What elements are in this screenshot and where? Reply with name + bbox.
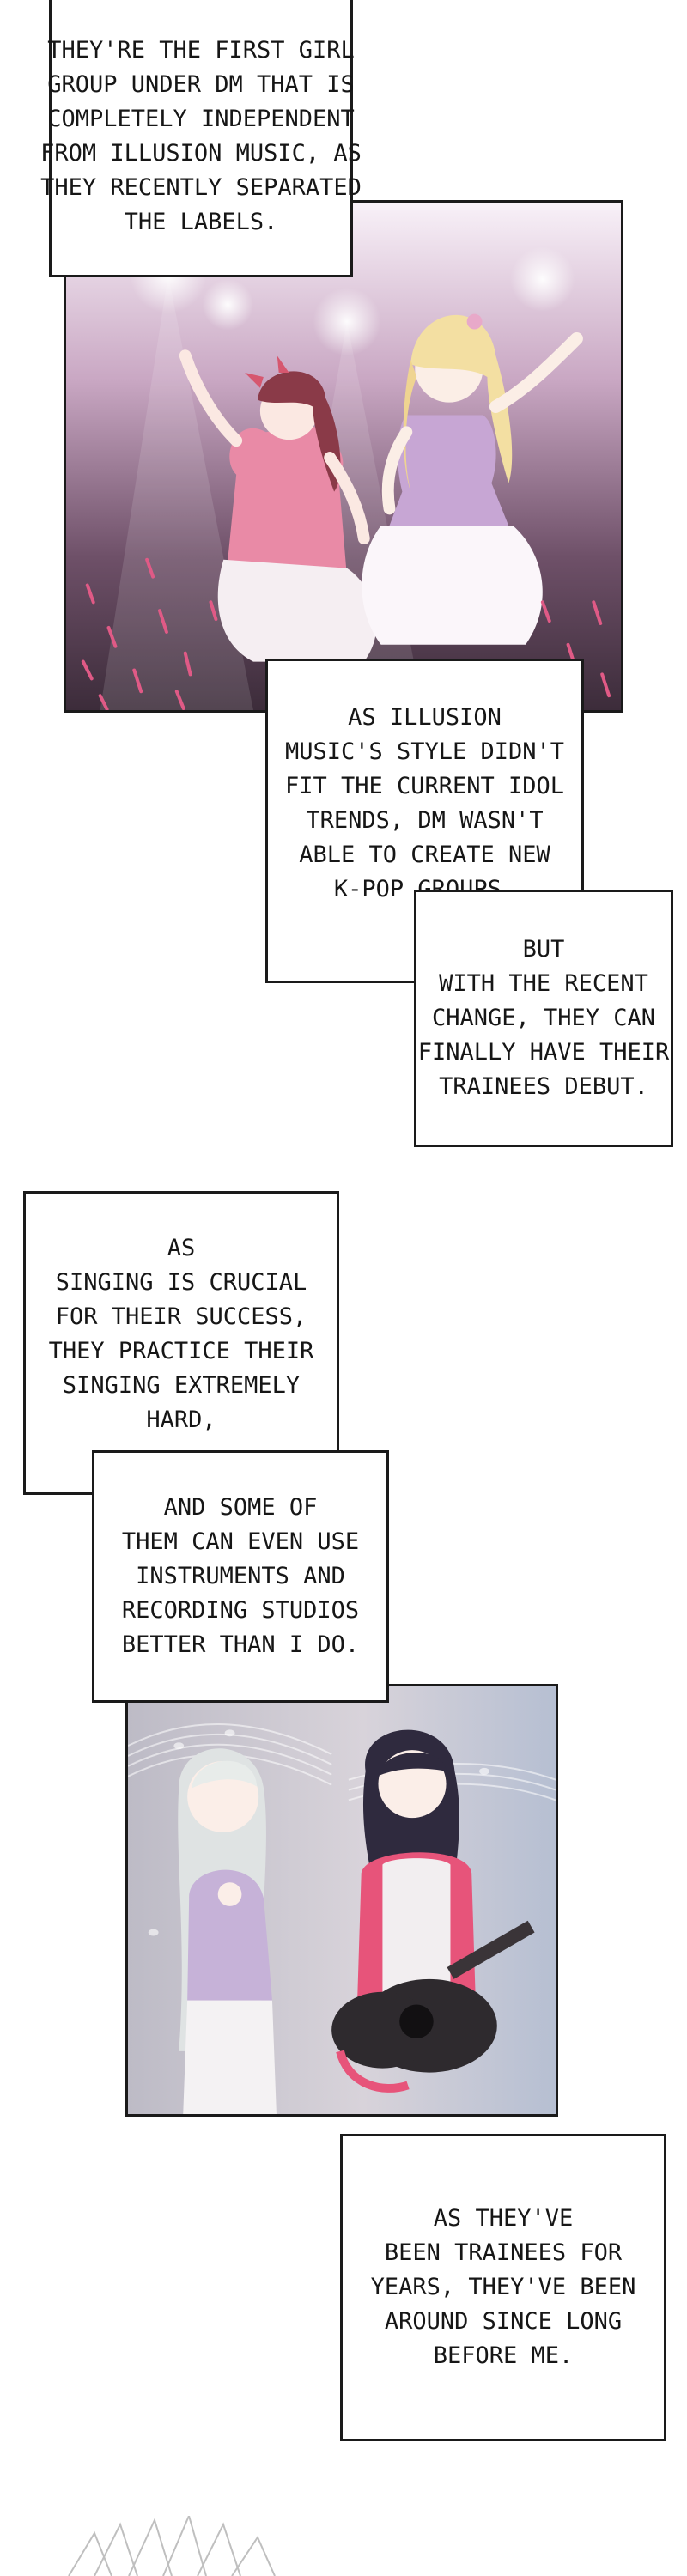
trainee-left (178, 1748, 277, 2114)
caption-line: AND SOME OF (163, 1494, 318, 1521)
caption-line: MUSIC'S STYLE DIDN'T (284, 738, 565, 765)
stage-performance-panel (64, 200, 623, 713)
guitar-icon (331, 1920, 535, 2093)
caption-line: THEM CAN EVEN USE (121, 1528, 360, 1555)
caption-line: HARD, (146, 1406, 216, 1433)
caption-line: BEFORE ME. (433, 2342, 574, 2369)
caption-line: SINGING IS CRUCIAL (55, 1269, 307, 1296)
caption-line: THEY PRACTICE THEIR (48, 1338, 314, 1364)
caption-line: RECORDING STUDIOS (121, 1597, 360, 1624)
next-panel-hair-fragment (68, 2516, 276, 2576)
caption-box-6: AS THEY'VE BEEN TRAINEES FOR YEARS, THEY… (340, 2134, 666, 2441)
caption-line: SINGING EXTREMELY (62, 1372, 301, 1399)
caption-line: GROUP UNDER DM THAT IS (47, 71, 355, 98)
studio-illustration (128, 1686, 556, 2114)
caption-line: BEEN TRAINEES FOR (384, 2239, 623, 2266)
caption-line: THEY RECENTLY SEPARATED (40, 174, 362, 201)
caption-line: FIT THE CURRENT IDOL (284, 773, 565, 799)
caption-line: BETTER THAN I DO. (121, 1631, 360, 1658)
trainee-right (356, 1729, 477, 2009)
caption-line: WITH THE RECENT (439, 970, 648, 997)
idol-left (179, 349, 377, 662)
caption-line: FINALLY HAVE THEIR (417, 1039, 670, 1066)
caption-line: TRENDS, DM WASN'T (306, 807, 544, 834)
caption-line: BUT (522, 936, 565, 963)
caption-line: THE LABELS. (124, 209, 278, 235)
caption-line: CHANGE, THEY CAN (431, 1005, 656, 1031)
caption-line: YEARS, THEY'VE BEEN (370, 2274, 636, 2300)
caption-line: FROM ILLUSION MUSIC, AS (40, 140, 362, 167)
stage-illustration (66, 203, 621, 710)
caption-box-4: AS SINGING IS CRUCIAL FOR THEIR SUCCESS,… (23, 1191, 339, 1495)
caption-line: AS ILLUSION (348, 704, 502, 731)
caption-line: THEY'RE THE FIRST GIRL (47, 37, 355, 64)
caption-box-3: BUT WITH THE RECENT CHANGE, THEY CAN FIN… (414, 890, 673, 1147)
caption-line: COMPLETELY INDEPENDENT (47, 106, 355, 132)
caption-line: AS THEY'VE (433, 2205, 574, 2232)
caption-line: ABLE TO CREATE NEW (299, 841, 550, 868)
caption-line: TRAINEES DEBUT. (439, 1073, 648, 1100)
idol-right (362, 313, 583, 645)
caption-box-1: THEY'RE THE FIRST GIRL GROUP UNDER DM TH… (40, 0, 362, 277)
caption-box-5: AND SOME OF THEM CAN EVEN USE INSTRUMENT… (92, 1450, 389, 1703)
caption-line: INSTRUMENTS AND (136, 1563, 345, 1589)
caption-line: AROUND SINCE LONG (384, 2308, 623, 2335)
trainees-studio-panel (125, 1684, 558, 2117)
caption-line: AS (167, 1235, 196, 1261)
caption-line: FOR THEIR SUCCESS, (55, 1303, 307, 1330)
